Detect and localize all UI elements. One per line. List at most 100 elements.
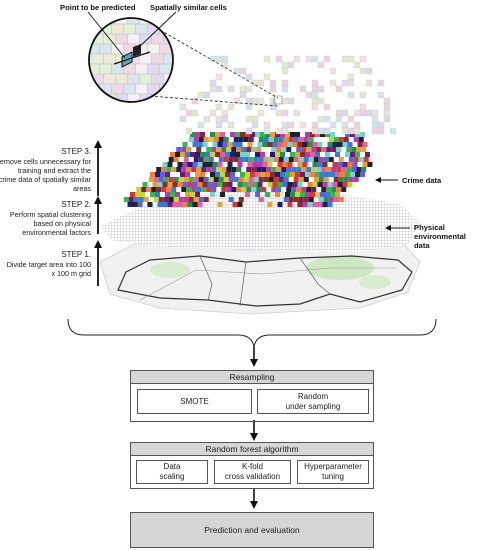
crime-cell: [298, 177, 304, 182]
crime-cell: [338, 177, 344, 182]
crime-cell: [197, 202, 203, 207]
selected-cell: [341, 55, 349, 63]
crime-cell: [227, 162, 233, 167]
crime-cell: [283, 197, 289, 202]
crime-cell: [152, 182, 158, 187]
crime-cell: [253, 157, 259, 162]
crime-cell: [191, 167, 197, 172]
crime-cell: [356, 147, 362, 152]
selected-cell: [365, 79, 373, 87]
crime-cell: [165, 192, 170, 197]
crime-cell: [290, 132, 295, 137]
crime-cell: [237, 182, 243, 187]
selected-cell: [263, 127, 271, 135]
crime-cell: [323, 157, 329, 162]
crime-cell: [327, 202, 333, 207]
crime-cell: [210, 172, 215, 177]
crime-cell: [186, 147, 192, 152]
label-physical-line: environmental data: [414, 232, 466, 250]
crime-cell: [215, 132, 220, 137]
crime-cell: [215, 172, 220, 177]
crime-cell: [307, 142, 313, 147]
selected-cell: [317, 97, 325, 105]
selected-cell: [299, 121, 307, 129]
selected-cell: [269, 79, 277, 87]
crime-cell: [297, 142, 303, 147]
crime-cell: [137, 202, 143, 207]
crime-cell: [208, 177, 214, 182]
crime-cell: [327, 142, 333, 147]
label-spatially-similar-cells: Spatially similar cells: [150, 3, 227, 12]
crime-cell: [221, 167, 227, 172]
smote-label: SMOTE: [180, 396, 209, 406]
crime-cell: [238, 157, 244, 162]
crime-cell: [313, 157, 319, 162]
crime-cell: [211, 147, 217, 152]
crime-cell: [267, 162, 273, 167]
crime-cell: [182, 142, 188, 147]
crime-cell: [163, 177, 169, 182]
magnified-cell: [159, 63, 172, 75]
selected-cell: [221, 55, 229, 63]
magnified-cell: [91, 53, 104, 65]
crime-cell: [183, 197, 189, 202]
crime-cell: [203, 197, 209, 202]
selected-cell: [209, 85, 217, 93]
selected-cell: [347, 55, 355, 63]
crime-cell: [200, 172, 205, 177]
crime-cell: [162, 162, 168, 167]
crime-cell: [251, 147, 257, 152]
crime-cell: [300, 152, 305, 157]
selected-cell: [227, 103, 235, 111]
crime-cell: [230, 152, 235, 157]
crime-cell: [293, 197, 299, 202]
crime-cell: [326, 147, 332, 152]
crime-cell: [225, 152, 230, 157]
crime-cell: [298, 137, 304, 142]
crime-cell: [257, 142, 263, 147]
crime-cell: [318, 177, 324, 182]
crime-cell: [221, 147, 227, 152]
crime-cell: [317, 142, 323, 147]
crime-cell: [157, 202, 163, 207]
magnified-cell: [124, 104, 136, 114]
crime-cell: [160, 172, 165, 177]
selected-cell: [191, 97, 199, 105]
crime-cell: [322, 202, 328, 207]
crime-cell: [141, 187, 147, 192]
crime-cell: [360, 132, 365, 137]
crime-cell: [351, 147, 357, 152]
crime-cell: [180, 172, 185, 177]
crime-cell: [297, 162, 303, 167]
selected-cell: [281, 97, 289, 105]
selected-cell: [293, 109, 301, 117]
crime-cell: [287, 182, 293, 187]
crime-cell: [287, 162, 293, 167]
crime-cell: [323, 197, 329, 202]
crime-cell: [270, 132, 275, 137]
step-3-line: areas: [73, 184, 91, 193]
selected-cell: [287, 97, 295, 105]
selected-cell: [215, 73, 223, 81]
step-2-text: STEP 2. Perform spatial clustering based…: [0, 200, 91, 237]
step-3-line: training and extract the: [17, 166, 91, 175]
crime-cell: [168, 177, 174, 182]
magnified-cell: [151, 18, 164, 25]
crime-cell: [302, 142, 308, 147]
crime-cell: [312, 142, 318, 147]
selected-cell: [209, 79, 217, 87]
crime-cell: [268, 177, 274, 182]
selected-cell: [257, 79, 265, 87]
crime-cell: [332, 162, 338, 167]
crime-cell: [321, 187, 327, 192]
selected-cell: [311, 79, 319, 87]
selected-cell: [347, 115, 355, 123]
crime-cell: [200, 152, 205, 157]
crime-cell: [213, 137, 219, 142]
crime-cell: [247, 162, 253, 167]
selected-cell: [257, 97, 265, 105]
crime-cell: [197, 182, 203, 187]
pointer-similar: [136, 11, 177, 50]
crime-cell: [187, 182, 193, 187]
crime-cell: [183, 177, 189, 182]
